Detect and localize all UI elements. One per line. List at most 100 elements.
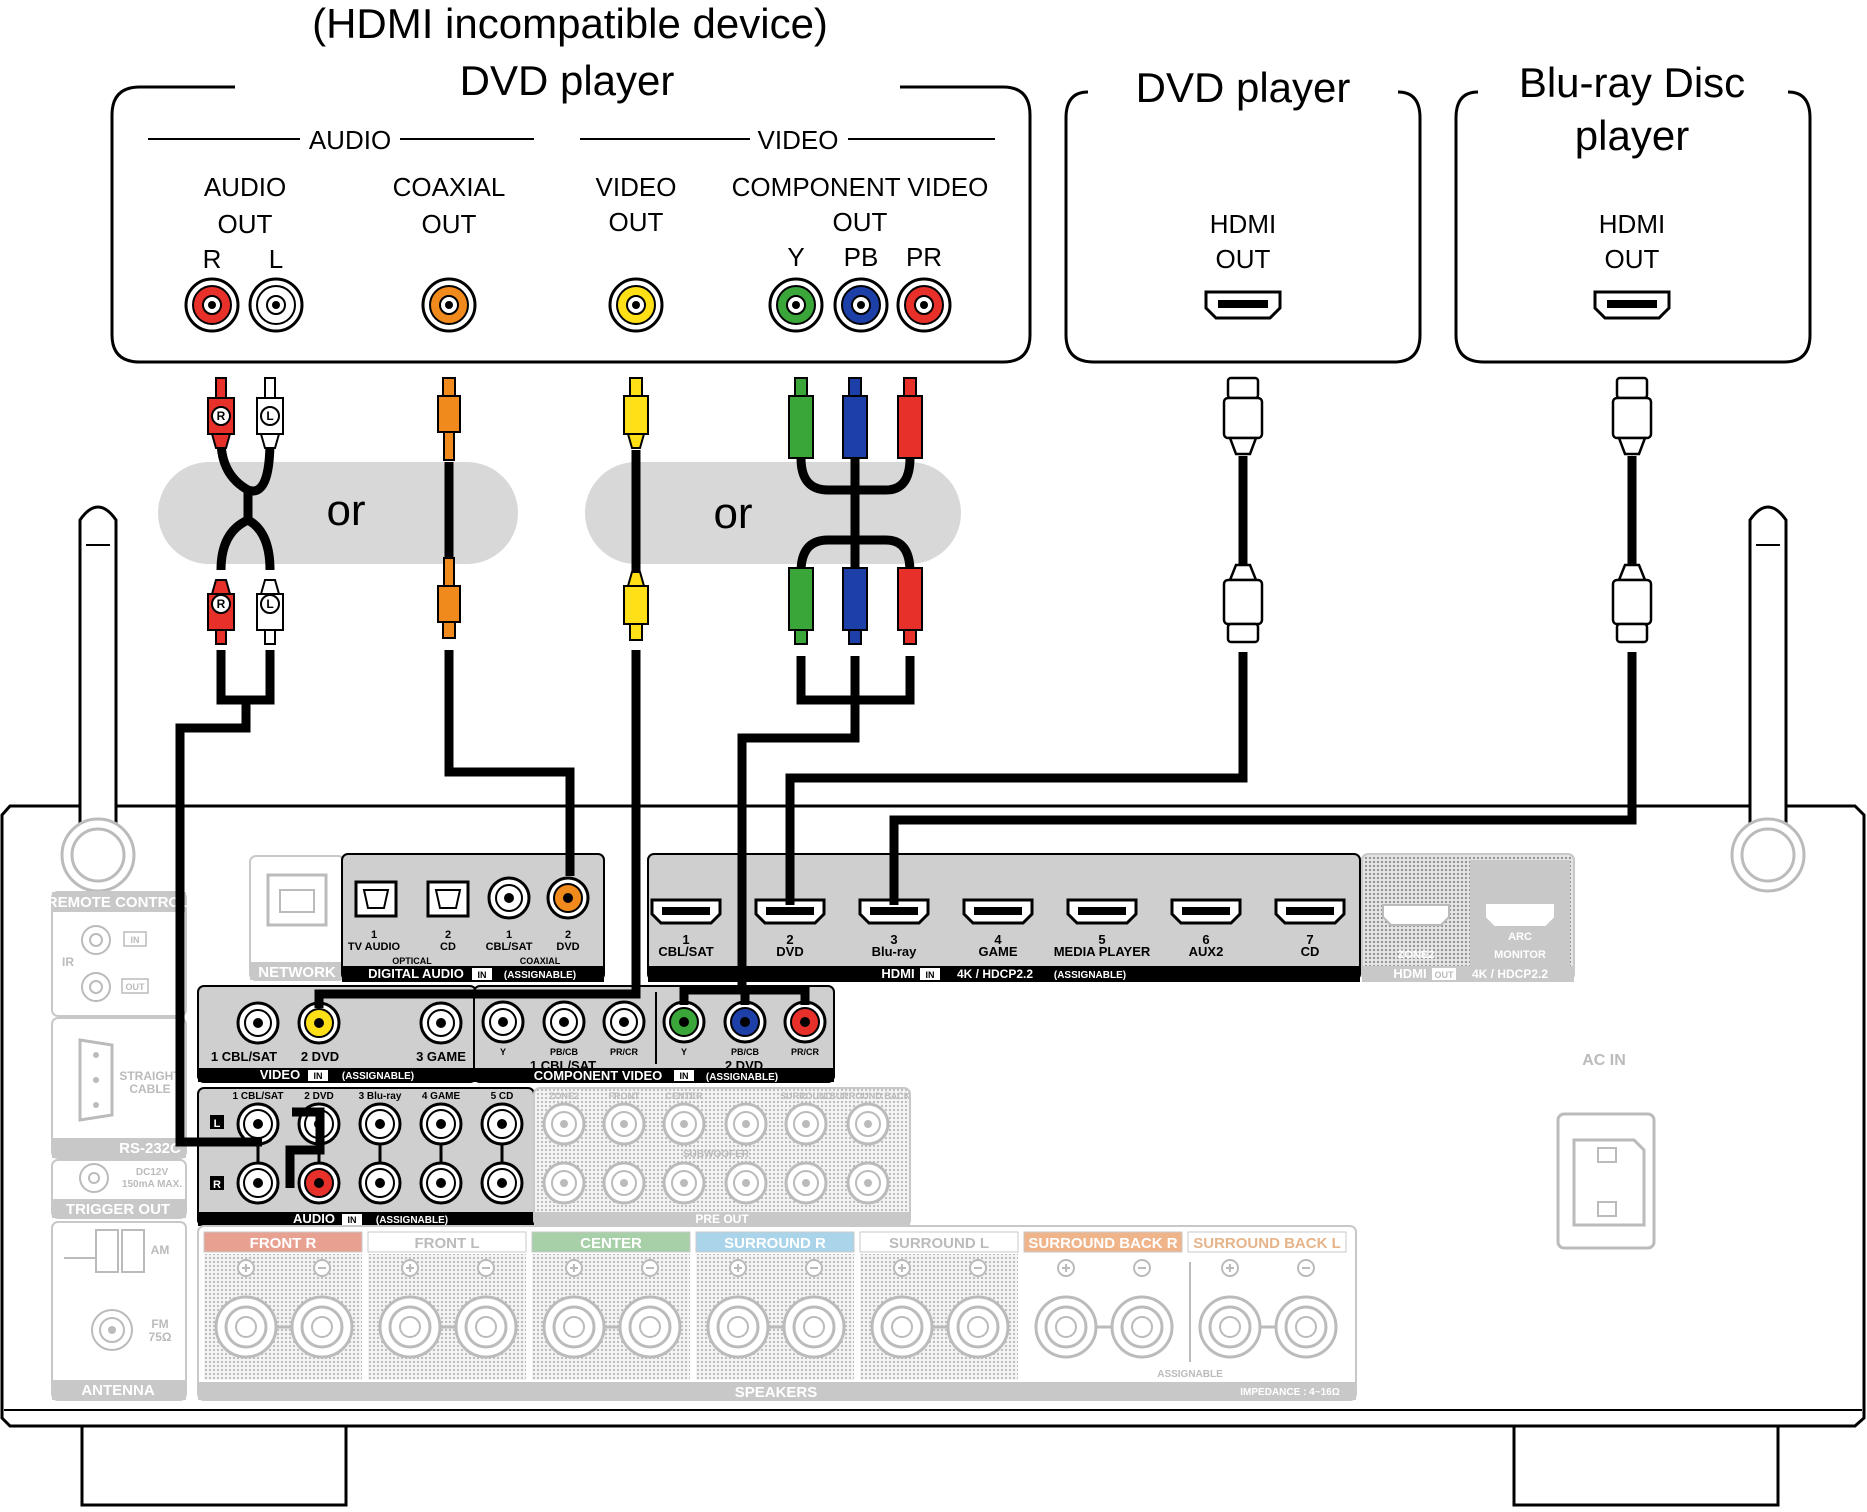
trigger-out-label: TRIGGER OUT <box>66 1201 170 1218</box>
pre-out-surround-back: SURROUND BACK <box>830 1091 911 1101</box>
video-in-port-3-label: 3 GAME <box>416 1049 466 1064</box>
component-plug-y-bottom <box>788 567 814 645</box>
ir-in-label: IN <box>131 935 140 945</box>
straight-cable-label: STRAIGHT <box>119 1069 181 1083</box>
bluray-title-line2: player <box>1575 112 1689 159</box>
monitor-label: MONITOR <box>1494 949 1546 961</box>
audio-plug-r-bottom: R <box>207 579 235 645</box>
audio-in-port-label: 2 DVD <box>304 1091 333 1102</box>
audio-in-port-label: 5 CD <box>491 1091 514 1102</box>
audio-r-label: R <box>203 244 222 274</box>
dc12v-label: DC12V <box>136 1167 169 1178</box>
pre-out-jack <box>784 1102 828 1146</box>
am-label: AM <box>151 1243 170 1257</box>
optical-label: OPTICAL <box>392 956 432 966</box>
hdmi-in-port-num: 1 <box>682 932 689 947</box>
ac-in-socket: AC IN <box>1556 1052 1656 1250</box>
audio-group-label: AUDIO <box>309 125 391 155</box>
digital-port-2-name: CD <box>440 941 456 953</box>
zone2-label: ZONE2 <box>1398 949 1435 961</box>
coaxial-out-label: COAXIAL <box>393 172 506 202</box>
audio-in-jack-5-r <box>480 1161 524 1205</box>
component-pb-label: PB <box>844 242 879 272</box>
bluray-port-label-2: OUT <box>1605 244 1660 274</box>
hdmi-in-port-name: DVD <box>776 944 803 959</box>
component-in-label: COMPONENT VIDEO <box>534 1068 663 1083</box>
digital-audio-panel: 1 TV AUDIO 2 CD 1 CBL/SAT 2 DVD OPTICAL … <box>341 853 605 982</box>
video-jack <box>608 277 664 333</box>
hdmi-in-port-name: CBL/SAT <box>658 944 713 959</box>
coaxial-label: COAXIAL <box>520 956 561 966</box>
dvd-hdmi-player-box: DVD player HDMI OUT <box>1064 64 1422 364</box>
component-in-badge: IN <box>680 1071 689 1081</box>
component-plug-y-top <box>788 377 814 459</box>
hdmi-dvd-plug-top <box>1222 376 1264 456</box>
hdmi-out-badge: OUT <box>1435 970 1455 980</box>
pre-out-jack <box>602 1161 646 1205</box>
component-in-pb1 <box>542 1000 586 1044</box>
hdmi-in-port-num: 4 <box>994 932 1002 947</box>
audio-plug-l-top: L <box>256 377 284 449</box>
speaker-channel-7: SURROUND BACK L <box>1187 1231 1347 1380</box>
hdmi-in-port-7: 7CD <box>1274 898 1346 959</box>
speaker-channel-1: FRONT R <box>203 1231 363 1380</box>
audio-in-label: AUDIO <box>293 1211 335 1226</box>
network-port: NETWORK <box>249 855 345 981</box>
hdmi-out-spec: 4K / HDCP2.2 <box>1472 967 1548 981</box>
component-out-label: COMPONENT VIDEO <box>732 172 989 202</box>
video-in-label: VIDEO <box>260 1067 300 1082</box>
component-plug-pb-top <box>842 377 868 459</box>
component-plug-pr-bottom <box>897 567 923 645</box>
speaker-channel-3: CENTER <box>531 1231 691 1380</box>
audio-in-r-label: R <box>213 1179 221 1191</box>
component-in-pb2 <box>723 1000 767 1044</box>
audio-in-jack-1-r <box>236 1161 280 1205</box>
pre-out-jack <box>542 1102 586 1146</box>
digital-port-1-name: TV AUDIO <box>348 941 401 953</box>
component-in-pb2-label: PB/CB <box>731 1047 760 1057</box>
hdmi-in-port-name: GAME <box>979 944 1018 959</box>
digital-audio-label: DIGITAL AUDIO <box>368 966 464 981</box>
speakers-assignable: ASSIGNABLE <box>1157 1369 1223 1380</box>
analog-dvd-title-line1: (HDMI incompatible device) <box>312 0 828 47</box>
pre-out-jack <box>846 1102 890 1146</box>
component-out-label-2: OUT <box>833 207 888 237</box>
speaker-channel-label: CENTER <box>580 1235 642 1252</box>
pre-out-jack <box>784 1161 828 1205</box>
component-in-y1-label: Y <box>500 1047 506 1057</box>
pre-out-surround: SURROUND <box>780 1091 833 1101</box>
pre-out-panel: PRE OUT ZONE2 FRONT CENTER SURROUND SURR… <box>533 1087 911 1227</box>
video-in-port-1 <box>236 1001 280 1045</box>
plug-l-letter: L <box>266 409 273 423</box>
component-pr-label: PR <box>906 242 942 272</box>
plug-r-letter: R <box>217 409 226 423</box>
hdmi-in-port-num: 3 <box>890 932 897 947</box>
audio-in-port-label: 3 Blu-ray <box>359 1091 402 1102</box>
pre-out-jack <box>542 1161 586 1205</box>
speaker-channel-label: SURROUND L <box>889 1235 989 1252</box>
audio-in-jack-4-r <box>419 1161 463 1205</box>
component-in-pr2 <box>783 1000 827 1044</box>
audio-out-label-2: OUT <box>218 209 273 239</box>
digital-port-3-name: CBL/SAT <box>486 941 533 953</box>
component-group-1-label: 1 CBL/SAT <box>530 1058 596 1073</box>
or-label-video: or <box>713 489 752 538</box>
coaxial-jack <box>421 277 477 333</box>
audio-in-port-label: 4 GAME <box>422 1091 461 1102</box>
audio-plug-r-top: R <box>207 377 235 449</box>
antenna-label: ANTENNA <box>81 1382 154 1399</box>
hdmi-in-assignable: (ASSIGNABLE) <box>1054 970 1126 981</box>
hdmi-in-port-name: CD <box>1301 944 1320 959</box>
digital-port-4-name: DVD <box>556 941 579 953</box>
hdmi-in-port-name: AUX2 <box>1189 944 1224 959</box>
speaker-channel-label: SURROUND BACK R <box>1028 1235 1177 1252</box>
analog-dvd-title-line2: DVD player <box>460 57 675 104</box>
audio-in-jack-3-l <box>358 1102 402 1146</box>
speaker-channel-6: SURROUND BACK R <box>1023 1231 1183 1380</box>
pre-out-jack <box>846 1161 890 1205</box>
